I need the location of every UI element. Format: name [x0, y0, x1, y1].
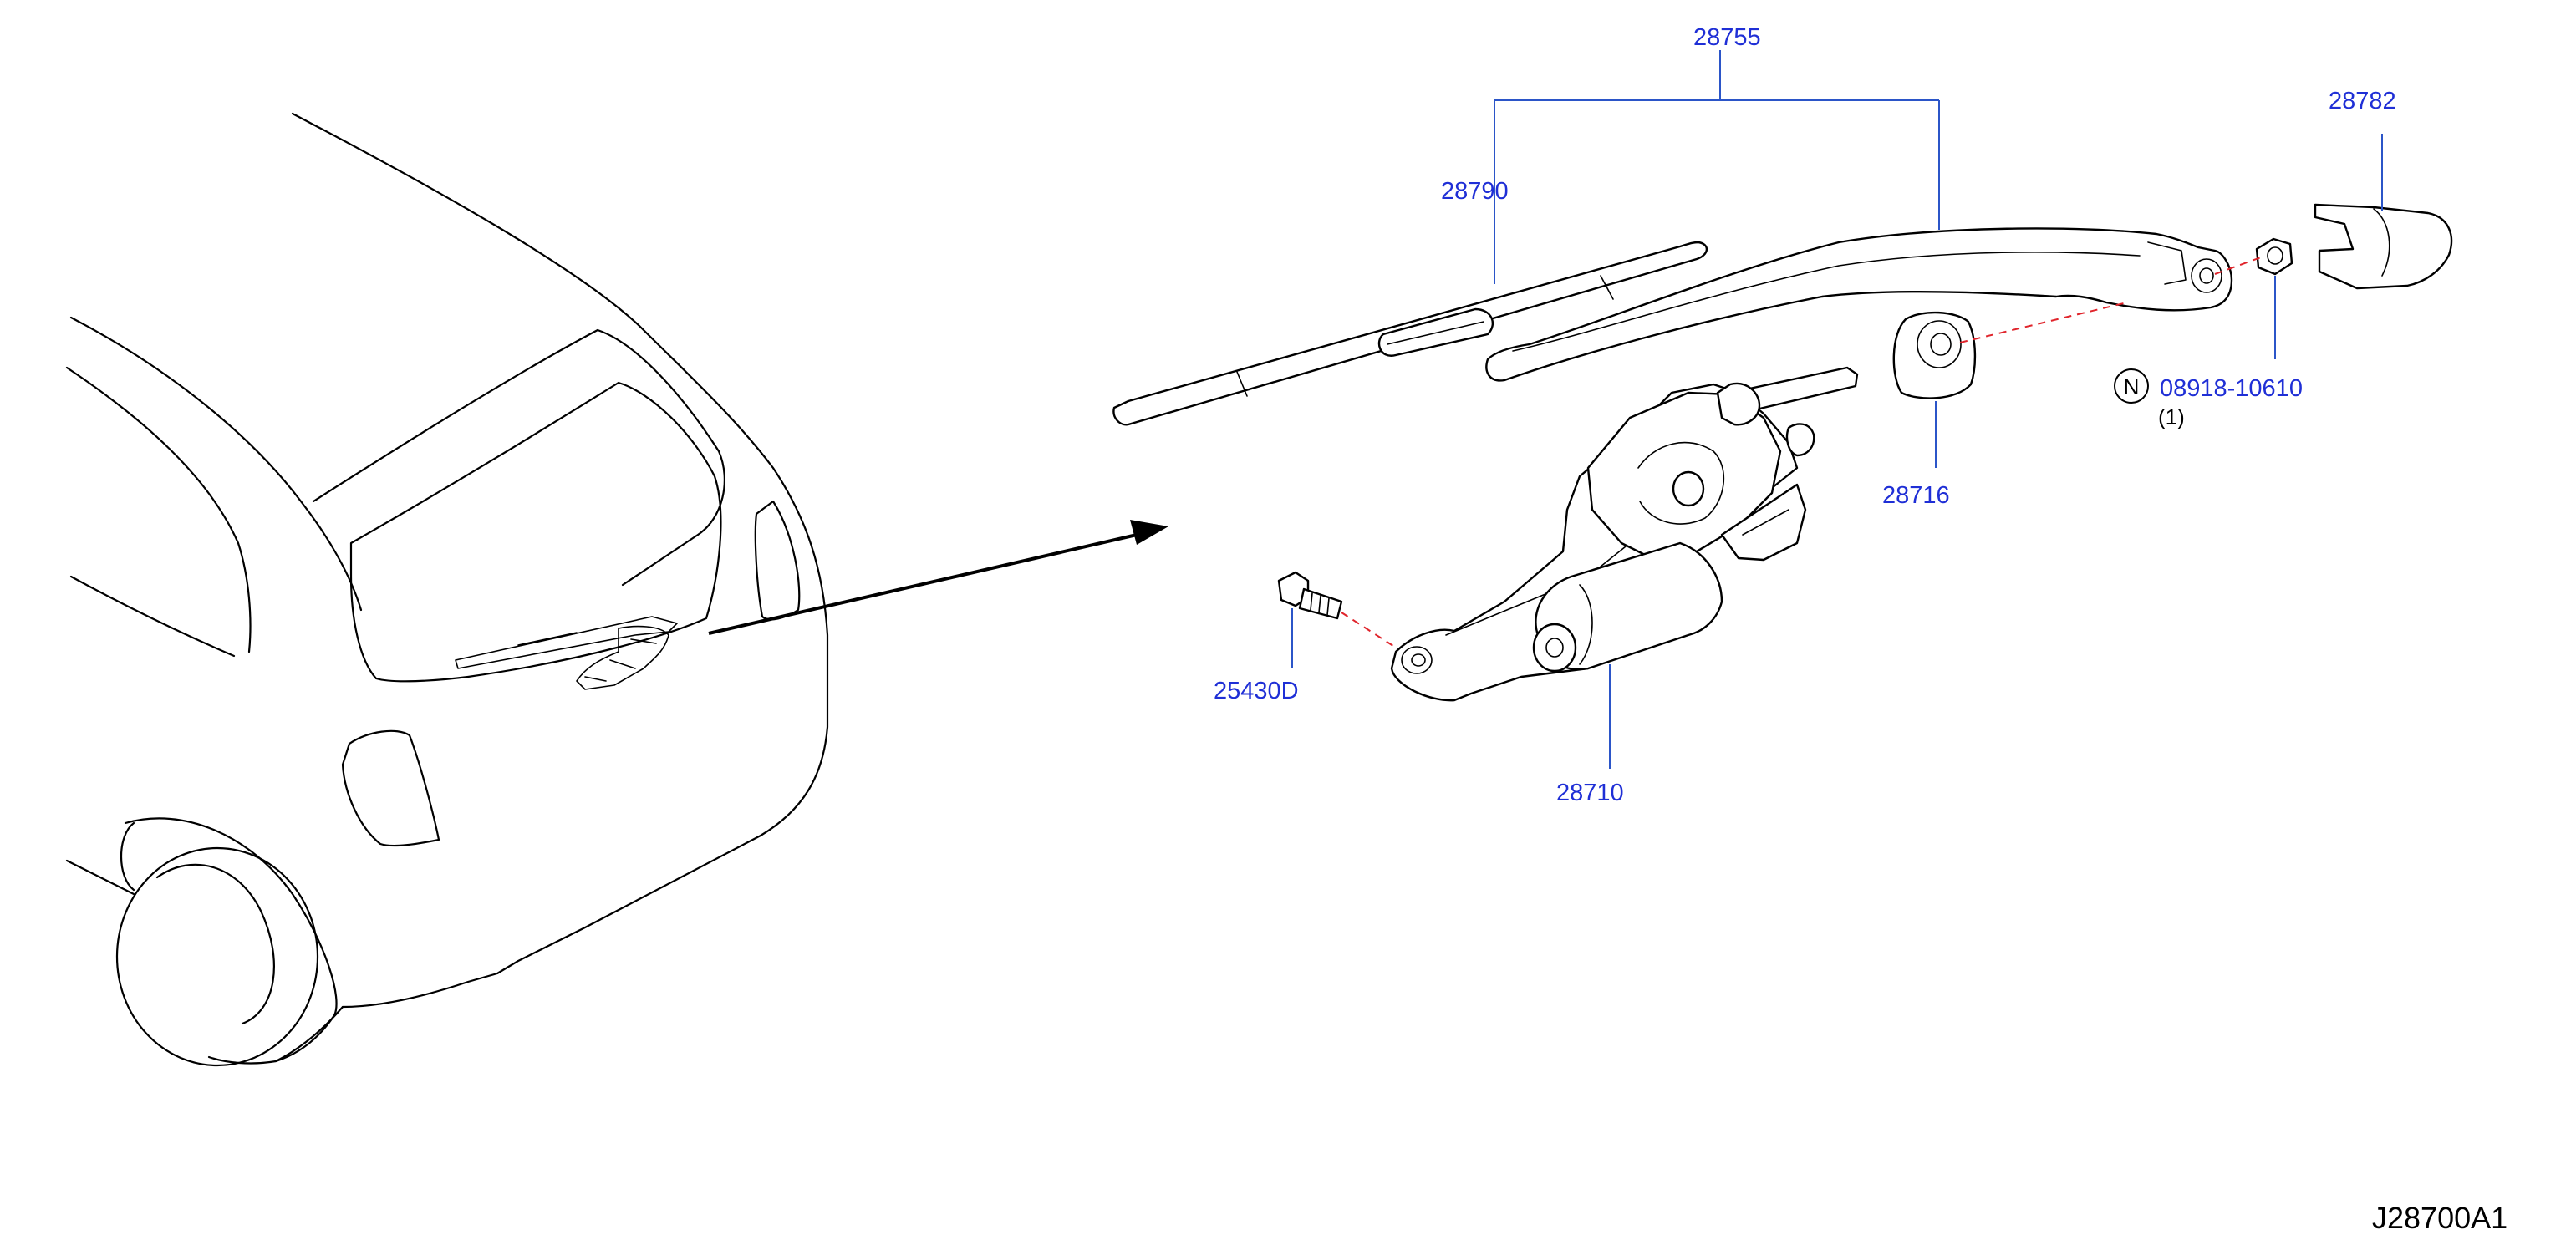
label-28782: 28782	[2329, 88, 2396, 114]
vehicle-rear-illustration	[65, 112, 829, 1067]
wiper-motor[interactable]	[1390, 366, 1859, 702]
alignment-lines	[1341, 257, 2262, 648]
label-28710: 28710	[1556, 780, 1624, 806]
quantity-label: (1)	[2158, 404, 2185, 429]
label-28716: 28716	[1882, 482, 1950, 509]
part-labels: 28755 28790 28782 28716 N 08918-10610 (1…	[1214, 24, 2396, 806]
wiper-blade[interactable]	[1112, 241, 1708, 426]
label-28790: 28790	[1441, 178, 1509, 205]
nut-label-group: N 08918-10610 (1)	[2114, 368, 2303, 429]
diagram-code: J28700A1	[2372, 1201, 2507, 1235]
pivot-cap[interactable]	[1892, 311, 1977, 399]
label-08918-10610: 08918-10610	[2160, 375, 2303, 402]
wiper-arm[interactable]	[1485, 227, 2233, 382]
pointer-arrow	[708, 520, 1168, 635]
mounting-bolt[interactable]	[1277, 571, 1343, 620]
n-symbol-circle	[2114, 368, 2149, 404]
wiper-arm-nut[interactable]	[2255, 237, 2293, 276]
wiper-arm-cap[interactable]	[2314, 203, 2453, 290]
label-25430D: 25430D	[1214, 678, 1299, 704]
n-symbol: N	[2124, 374, 2140, 399]
label-28755: 28755	[1693, 24, 1761, 51]
leader-lines	[1291, 50, 2383, 769]
